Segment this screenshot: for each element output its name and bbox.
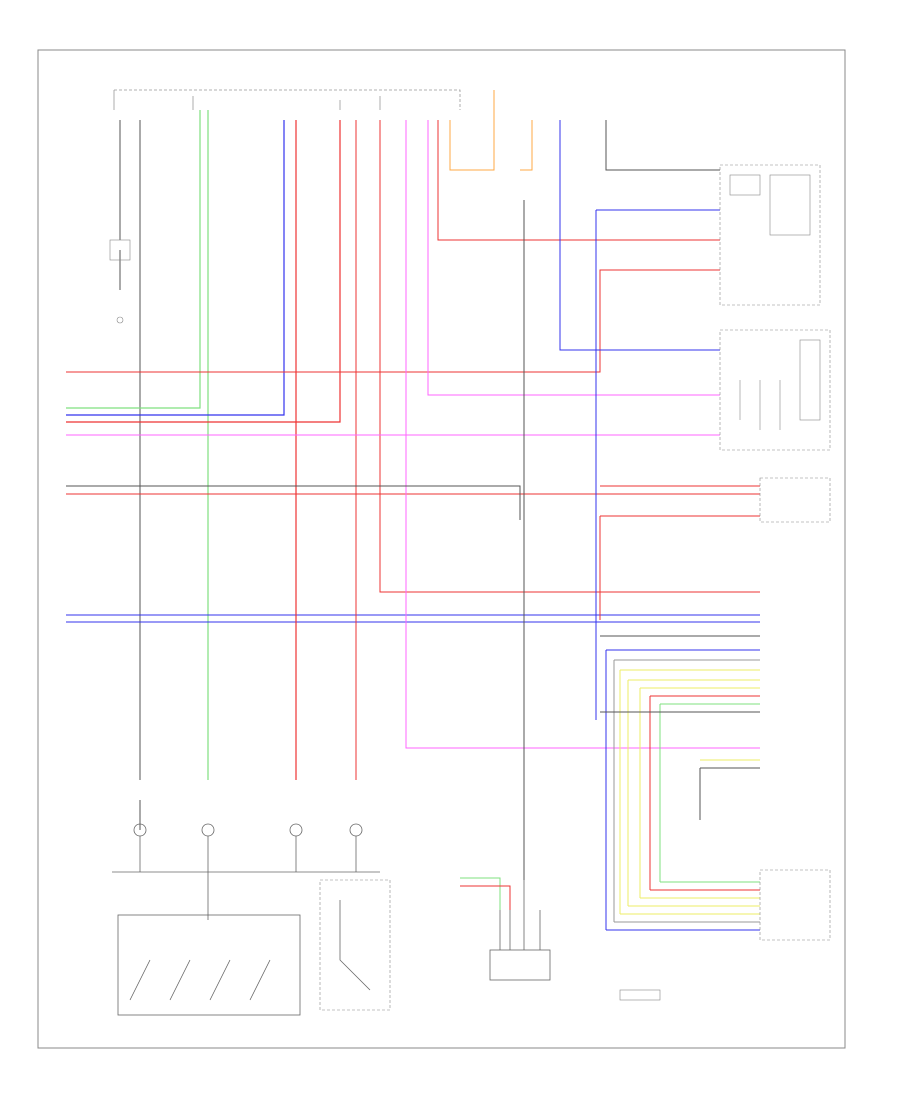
black-wire-top-right: [605, 120, 720, 171]
lower-right-bus-horizontals: [606, 881, 760, 931]
combination-meter: [719, 329, 831, 451]
pink-wire-long: [405, 120, 760, 749]
transmission-switch: [319, 879, 391, 1011]
top-branches: [113, 90, 381, 110]
lower-right-bus: [600, 635, 760, 930]
green-wire-upper: [66, 110, 201, 409]
left-fuse-box: [109, 239, 131, 324]
red-wire-meter: [66, 269, 720, 373]
orange-wire-b: [520, 120, 533, 171]
pink-wire-meter: [427, 120, 720, 396]
red-wire-bottom: [460, 885, 511, 910]
diagram-frame: [37, 49, 846, 1049]
right-mid-connector: [759, 477, 831, 523]
blue-wire-left: [66, 120, 285, 416]
ground-row: [112, 823, 380, 920]
orange-wire-a: [449, 90, 495, 171]
red-wire-left-bus: [66, 120, 341, 423]
red-wire-top-right: [437, 120, 720, 241]
red-wires-mid-right: [600, 485, 760, 517]
green-wire-bottom: [460, 877, 501, 910]
right-bottom-module: [619, 869, 831, 1001]
center-bottom-connector: [489, 880, 551, 981]
left-black-wires: [119, 120, 141, 830]
red-wire-to-connector: [379, 120, 760, 593]
engine-switch-box: [117, 914, 301, 1016]
right-top-module: [719, 164, 821, 306]
blue-wire-right: [559, 120, 720, 351]
black-wire-right-lower: [699, 767, 760, 820]
top-bus-dashed: [114, 89, 461, 110]
black-wire-mid: [66, 485, 521, 520]
